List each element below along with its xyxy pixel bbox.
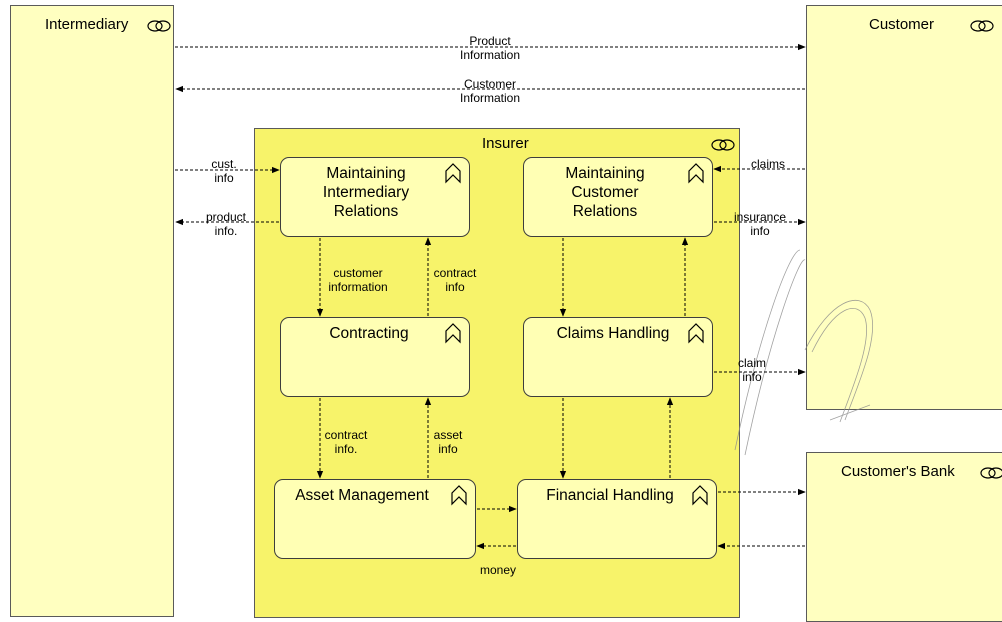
customers-bank-title: Customer's Bank — [841, 463, 955, 480]
function-chevron-icon — [445, 323, 461, 344]
label-customer-information-top: Customer Information — [459, 77, 521, 105]
function-claims-handling[interactable]: Claims Handling — [523, 317, 713, 397]
label-claim-info: claim info — [737, 356, 766, 384]
label-product-information: Product Information — [459, 34, 521, 62]
intermediary-title: Intermediary — [45, 16, 129, 33]
function-chevron-icon — [688, 323, 704, 344]
function-contracting[interactable]: Contracting — [280, 317, 470, 397]
label-cust-info: cust. info — [211, 157, 237, 185]
label-money: money — [479, 563, 517, 577]
label-asset-info: asset info — [433, 428, 463, 456]
function-label: Asset Management — [295, 487, 429, 504]
function-maintaining-intermediary-relations[interactable]: Maintaining Intermediary Relations — [280, 157, 470, 237]
collaboration-icon — [711, 139, 735, 151]
function-label: Financial Handling — [546, 487, 674, 504]
label-contract-info: contract info — [433, 266, 477, 294]
function-chevron-icon — [451, 485, 467, 506]
function-asset-management[interactable]: Asset Management — [274, 479, 476, 559]
intermediary-actor[interactable]: Intermediary — [10, 5, 174, 617]
function-label: Claims Handling — [556, 325, 670, 342]
label-customer-information: customer information — [328, 266, 388, 294]
function-chevron-icon — [688, 163, 704, 184]
function-maintaining-customer-relations[interactable]: Maintaining Customer Relations — [523, 157, 713, 237]
function-label: Maintaining Customer Relations — [565, 165, 645, 220]
function-chevron-icon — [692, 485, 708, 506]
label-claims: claims — [750, 157, 785, 171]
collaboration-icon — [147, 20, 171, 32]
function-chevron-icon — [445, 163, 461, 184]
function-financial-handling[interactable]: Financial Handling — [517, 479, 717, 559]
customer-actor[interactable]: Customer — [806, 5, 1002, 410]
label-insurance-info: insurance info — [733, 210, 787, 238]
customer-title: Customer — [869, 16, 935, 33]
function-label: Maintaining Intermediary Relations — [322, 165, 410, 220]
collaboration-icon — [970, 20, 994, 32]
insurer-title: Insurer — [482, 135, 529, 152]
function-label: Contracting — [329, 325, 409, 342]
customers-bank-actor[interactable]: Customer's Bank — [806, 452, 1002, 622]
label-product-info: product info. — [205, 210, 247, 238]
collaboration-icon — [980, 467, 1002, 479]
label-contract-info-dot: contract info. — [324, 428, 368, 456]
